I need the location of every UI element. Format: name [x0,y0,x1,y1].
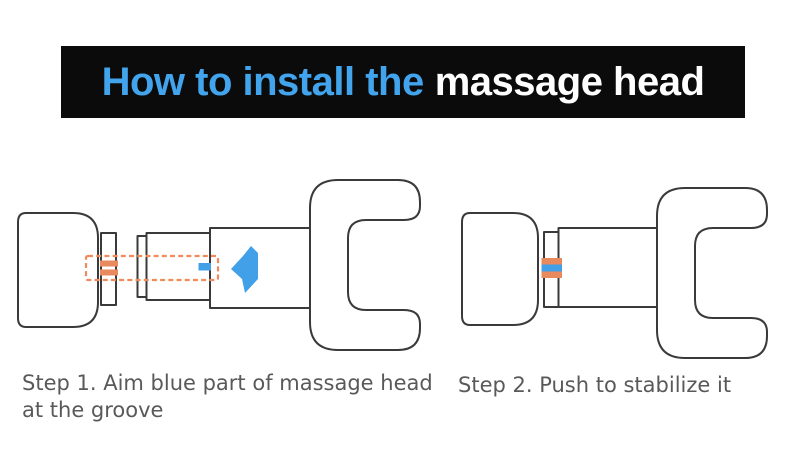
massage-head-outline [17,212,99,328]
groove-orange-bar-bottom [100,269,118,276]
groove-orange-bar-bottom [541,271,562,278]
groove-orange-bar-top [541,258,562,265]
page-title-highlight: How to install the [101,59,425,104]
massage-head-outline [461,212,539,326]
groove-orange-bar-top [100,260,118,267]
step2-caption: Step 2. Push to stabilize it [458,373,732,397]
page-title-rest: massage head [434,59,705,104]
fork-bracket-outline [656,187,768,359]
shaft-rim-outline [136,235,148,298]
device-body-outline [209,227,311,309]
blue-notch-seated [541,264,562,272]
title-bar: How to install the massage head [61,46,745,118]
head-collar-outline [100,232,117,306]
step1-caption: Step 1. Aim blue part of massage head at… [22,371,433,422]
device-body-outline [557,227,660,308]
step1-diagram [17,179,421,351]
push-direction-arrow-icon [231,246,258,293]
fork-bracket-outline [309,179,421,351]
blue-notch [198,263,211,271]
alignment-guide-dashed-box [84,254,220,282]
step2-diagram [461,187,768,359]
